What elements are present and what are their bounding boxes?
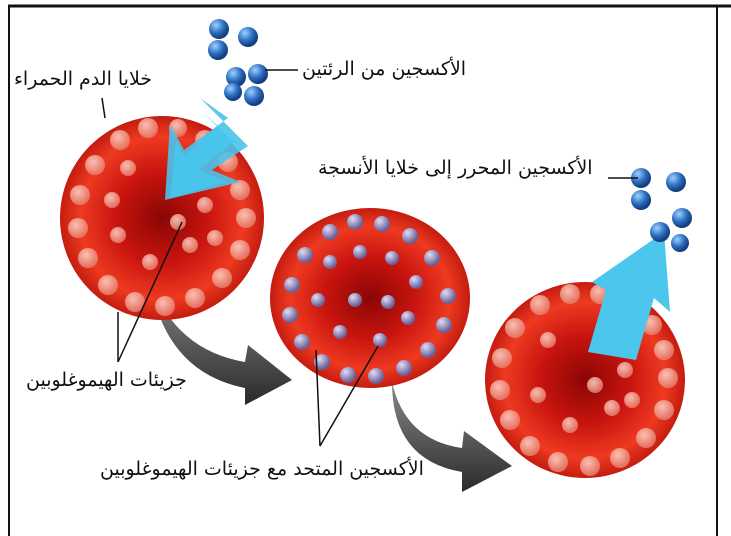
- leader-line: [102, 98, 105, 118]
- label-oxygen-bound: الأكسجين المتحد مع جزيئات الهيموغلوبين: [100, 458, 424, 480]
- label-red-blood-cells: خلايا الدم الحمراء: [14, 68, 152, 90]
- oxygen-molecule-icon: [208, 19, 268, 106]
- label-hemoglobin: جزيئات الهيموغلوبين: [26, 369, 187, 391]
- oxygen-molecule-icon: [631, 168, 692, 252]
- label-oxygen-released: الأكسجين المحرر إلى خلايا الأنسجة: [318, 157, 593, 179]
- label-oxygen-from-lungs: الأكسجين من الرئتين: [302, 58, 466, 80]
- red-blood-cell-icon: [485, 282, 685, 478]
